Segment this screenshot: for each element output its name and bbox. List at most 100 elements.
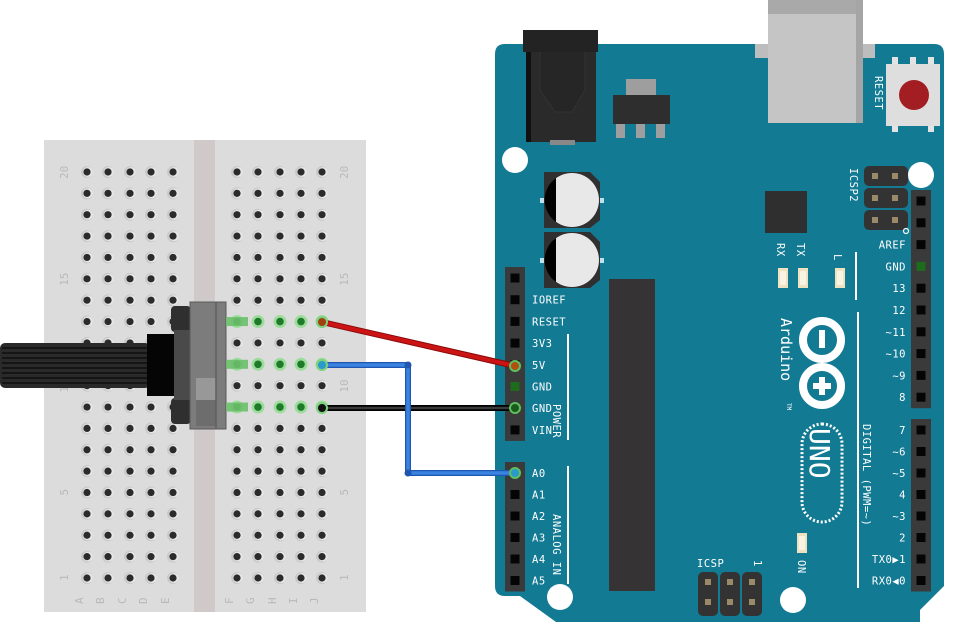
- header-pin-13[interactable]: [916, 283, 926, 293]
- breadboard-hole[interactable]: [145, 251, 157, 264]
- breadboard-hole[interactable]: [167, 465, 179, 478]
- breadboard-hole[interactable]: [124, 507, 136, 520]
- header-pin-vin[interactable]: [510, 425, 520, 435]
- breadboard-hole[interactable]: [102, 230, 114, 243]
- breadboard-hole[interactable]: [124, 465, 136, 478]
- breadboard-hole[interactable]: [295, 529, 307, 542]
- breadboard-hole[interactable]: [145, 294, 157, 307]
- breadboard-hole-connected[interactable]: [294, 400, 308, 414]
- header-pin-5[interactable]: [916, 468, 926, 478]
- header-pin-reset[interactable]: [510, 316, 520, 326]
- breadboard-hole[interactable]: [231, 572, 243, 584]
- breadboard-hole[interactable]: [167, 443, 179, 456]
- breadboard-hole[interactable]: [295, 422, 307, 435]
- breadboard-hole[interactable]: [102, 315, 114, 328]
- breadboard-hole[interactable]: [81, 294, 93, 307]
- header-pin[interactable]: [916, 218, 926, 228]
- breadboard-hole-connected[interactable]: [294, 315, 308, 329]
- breadboard-hole[interactable]: [295, 294, 307, 307]
- breadboard-hole[interactable]: [167, 230, 179, 243]
- breadboard-hole[interactable]: [81, 443, 93, 456]
- breadboard-hole[interactable]: [252, 465, 264, 478]
- breadboard-hole[interactable]: [145, 187, 157, 200]
- breadboard-hole[interactable]: [102, 208, 114, 221]
- breadboard-hole[interactable]: [102, 572, 114, 584]
- breadboard-hole[interactable]: [81, 401, 93, 414]
- breadboard-hole-connected[interactable]: [273, 315, 287, 329]
- breadboard-hole[interactable]: [274, 529, 286, 542]
- breadboard-hole[interactable]: [124, 529, 136, 542]
- breadboard-hole-connected[interactable]: [273, 400, 287, 414]
- breadboard-hole[interactable]: [252, 550, 264, 563]
- breadboard-hole[interactable]: [252, 208, 264, 221]
- breadboard-hole[interactable]: [316, 550, 328, 563]
- breadboard-hole[interactable]: [316, 529, 328, 542]
- header-pin-6[interactable]: [916, 447, 926, 456]
- breadboard-hole[interactable]: [274, 187, 286, 200]
- header-pin-rx00[interactable]: [916, 576, 926, 585]
- breadboard-hole[interactable]: [231, 550, 243, 563]
- breadboard-hole[interactable]: [274, 507, 286, 520]
- breadboard-hole[interactable]: [167, 294, 179, 307]
- breadboard-hole[interactable]: [124, 486, 136, 499]
- breadboard-hole[interactable]: [316, 379, 328, 392]
- breadboard-hole[interactable]: [145, 165, 157, 178]
- breadboard-hole[interactable]: [295, 550, 307, 563]
- breadboard-hole-connected[interactable]: [273, 357, 287, 371]
- breadboard-hole[interactable]: [316, 251, 328, 264]
- header-pin-7[interactable]: [916, 425, 926, 435]
- breadboard-hole[interactable]: [167, 550, 179, 563]
- breadboard-hole[interactable]: [231, 529, 243, 542]
- breadboard-hole[interactable]: [81, 550, 93, 563]
- breadboard-hole[interactable]: [81, 465, 93, 478]
- breadboard-hole[interactable]: [295, 379, 307, 392]
- breadboard-hole[interactable]: [102, 272, 114, 285]
- breadboard-hole[interactable]: [295, 165, 307, 178]
- breadboard-hole[interactable]: [81, 251, 93, 264]
- breadboard-hole[interactable]: [295, 336, 307, 349]
- breadboard-hole[interactable]: [316, 443, 328, 456]
- breadboard-hole[interactable]: [295, 443, 307, 456]
- breadboard-hole[interactable]: [102, 486, 114, 499]
- breadboard-hole[interactable]: [124, 294, 136, 307]
- breadboard-hole[interactable]: [252, 507, 264, 520]
- breadboard-hole[interactable]: [231, 465, 243, 478]
- breadboard-hole[interactable]: [124, 208, 136, 221]
- breadboard-hole[interactable]: [102, 507, 114, 520]
- breadboard-hole[interactable]: [274, 379, 286, 392]
- breadboard-hole[interactable]: [274, 230, 286, 243]
- breadboard-hole[interactable]: [167, 486, 179, 499]
- breadboard-hole[interactable]: [295, 486, 307, 499]
- breadboard-hole[interactable]: [102, 187, 114, 200]
- breadboard-hole[interactable]: [316, 486, 328, 499]
- header-pin-3v3[interactable]: [510, 338, 520, 348]
- breadboard-hole[interactable]: [124, 401, 136, 414]
- breadboard-hole[interactable]: [274, 550, 286, 563]
- header-pin-tx01[interactable]: [916, 554, 926, 564]
- breadboard-hole[interactable]: [102, 165, 114, 178]
- breadboard-hole[interactable]: [316, 572, 328, 584]
- breadboard-hole[interactable]: [145, 208, 157, 221]
- breadboard-hole[interactable]: [81, 208, 93, 221]
- breadboard-hole[interactable]: [316, 336, 328, 349]
- breadboard-hole[interactable]: [295, 230, 307, 243]
- breadboard-hole[interactable]: [274, 251, 286, 264]
- breadboard-hole[interactable]: [81, 187, 93, 200]
- breadboard-hole-connected[interactable]: [294, 357, 308, 371]
- breadboard-hole[interactable]: [145, 272, 157, 285]
- breadboard-hole[interactable]: [231, 379, 243, 392]
- breadboard-hole[interactable]: [231, 208, 243, 221]
- breadboard-hole[interactable]: [252, 187, 264, 200]
- breadboard-hole-connected[interactable]: [251, 315, 265, 329]
- breadboard-hole[interactable]: [231, 294, 243, 307]
- potentiometer[interactable]: [0, 301, 248, 430]
- breadboard-hole[interactable]: [145, 572, 157, 584]
- breadboard-hole[interactable]: [124, 315, 136, 328]
- breadboard-hole[interactable]: [81, 165, 93, 178]
- breadboard-hole[interactable]: [274, 572, 286, 584]
- breadboard-hole[interactable]: [295, 507, 307, 520]
- header-pin[interactable]: [510, 273, 520, 283]
- reset-button[interactable]: [886, 57, 940, 132]
- breadboard-hole[interactable]: [102, 251, 114, 264]
- breadboard-hole[interactable]: [252, 165, 264, 178]
